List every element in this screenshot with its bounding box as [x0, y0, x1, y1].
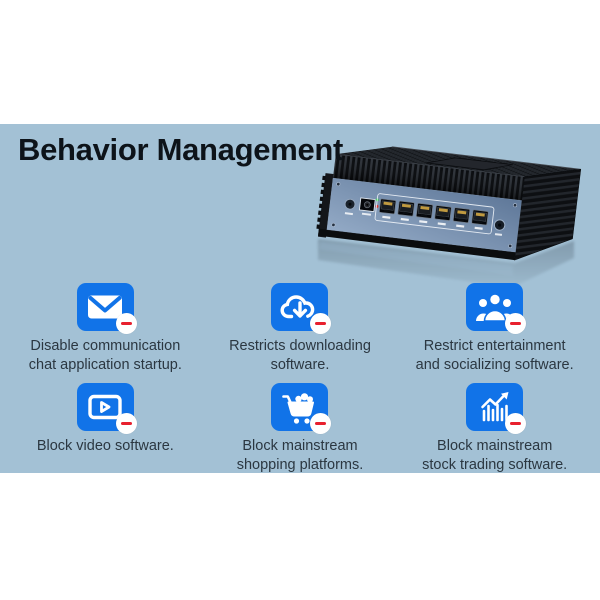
feature-item: Disable communication chat application s…: [8, 283, 203, 383]
caption-line: and socializing software.: [415, 356, 574, 373]
shopping-cart-blocked-icon: [271, 383, 332, 434]
minus-icon: [510, 421, 522, 426]
shopping-cart-icon: [282, 393, 314, 424]
minus-icon: [315, 321, 327, 326]
caption-line: Restrict entertainment: [423, 338, 566, 354]
screw: [513, 203, 518, 208]
screw: [336, 182, 341, 187]
feature-caption: Block mainstream shopping platforms.: [237, 437, 364, 474]
blocked-badge: [505, 413, 527, 434]
feature-item: Block mainstream shopping platforms.: [203, 383, 398, 483]
feature-caption: Disable communication chat application s…: [29, 337, 182, 374]
front-panel: [326, 177, 522, 253]
feature-item: Restrict entertainment and socializing s…: [397, 283, 592, 383]
blocked-badge: [310, 413, 332, 434]
blocked-badge: [505, 313, 527, 334]
caption-line: Disable communication: [30, 338, 181, 354]
caption-line: Restricts downloading: [229, 338, 371, 354]
video-blocked-icon: [76, 383, 137, 434]
feature-caption: Block mainstream stock trading software.: [422, 437, 567, 474]
stock-chart-icon: [480, 392, 509, 422]
chassis-left-edge: [316, 173, 334, 238]
ethernet-port: [379, 198, 397, 219]
product-reflection: [318, 239, 574, 288]
feature-caption: Restrict entertainment and socializing s…: [416, 337, 574, 374]
video-player-icon: [88, 394, 123, 420]
caption-line: shopping platforms.: [236, 456, 364, 473]
features-grid: Disable communication chat application s…: [8, 283, 592, 483]
screw: [508, 243, 513, 248]
minus-icon: [120, 321, 132, 326]
screw: [331, 222, 336, 227]
mail-icon: [88, 295, 123, 319]
reset-button: [493, 219, 506, 236]
product-photo: [316, 146, 582, 288]
feature-item: Block video software.: [8, 383, 203, 483]
feature-item: Block mainstream stock trading software.: [397, 383, 592, 483]
caption-line: Block mainstream: [242, 438, 358, 454]
heatsink-top: [335, 146, 581, 177]
minus-icon: [315, 421, 327, 426]
caption-line: software.: [270, 356, 330, 373]
ports-outline: [374, 193, 495, 235]
blocked-badge: [115, 413, 137, 434]
feature-caption: Block video software.: [37, 437, 174, 456]
caption-line: stock trading software.: [422, 456, 568, 473]
social-users-blocked-icon: [466, 283, 527, 334]
power-button: [344, 198, 356, 216]
caption-line: Block video software.: [36, 438, 174, 454]
feature-caption: Restricts downloading software.: [229, 337, 371, 374]
cloud-download-icon: [280, 295, 315, 319]
feature-item: Restricts downloading software.: [203, 283, 398, 383]
caption-line: Block mainstream: [437, 438, 553, 454]
cloud-download-blocked-icon: [271, 283, 332, 334]
dc-jack: [358, 197, 376, 216]
blocked-badge: [310, 313, 332, 334]
stock-chart-blocked-icon: [466, 383, 527, 434]
blocked-badge: [115, 313, 137, 334]
minus-icon: [120, 421, 132, 426]
heatsink-front-fins: [333, 153, 525, 201]
minus-icon: [510, 321, 522, 326]
chassis-bottom-trim: [318, 228, 516, 261]
mini-pc: [316, 146, 582, 261]
users-icon: [475, 293, 514, 322]
mail-blocked-icon: [76, 283, 137, 334]
caption-line: chat application startup.: [28, 356, 182, 373]
page-title: Behavior Management: [18, 132, 344, 167]
